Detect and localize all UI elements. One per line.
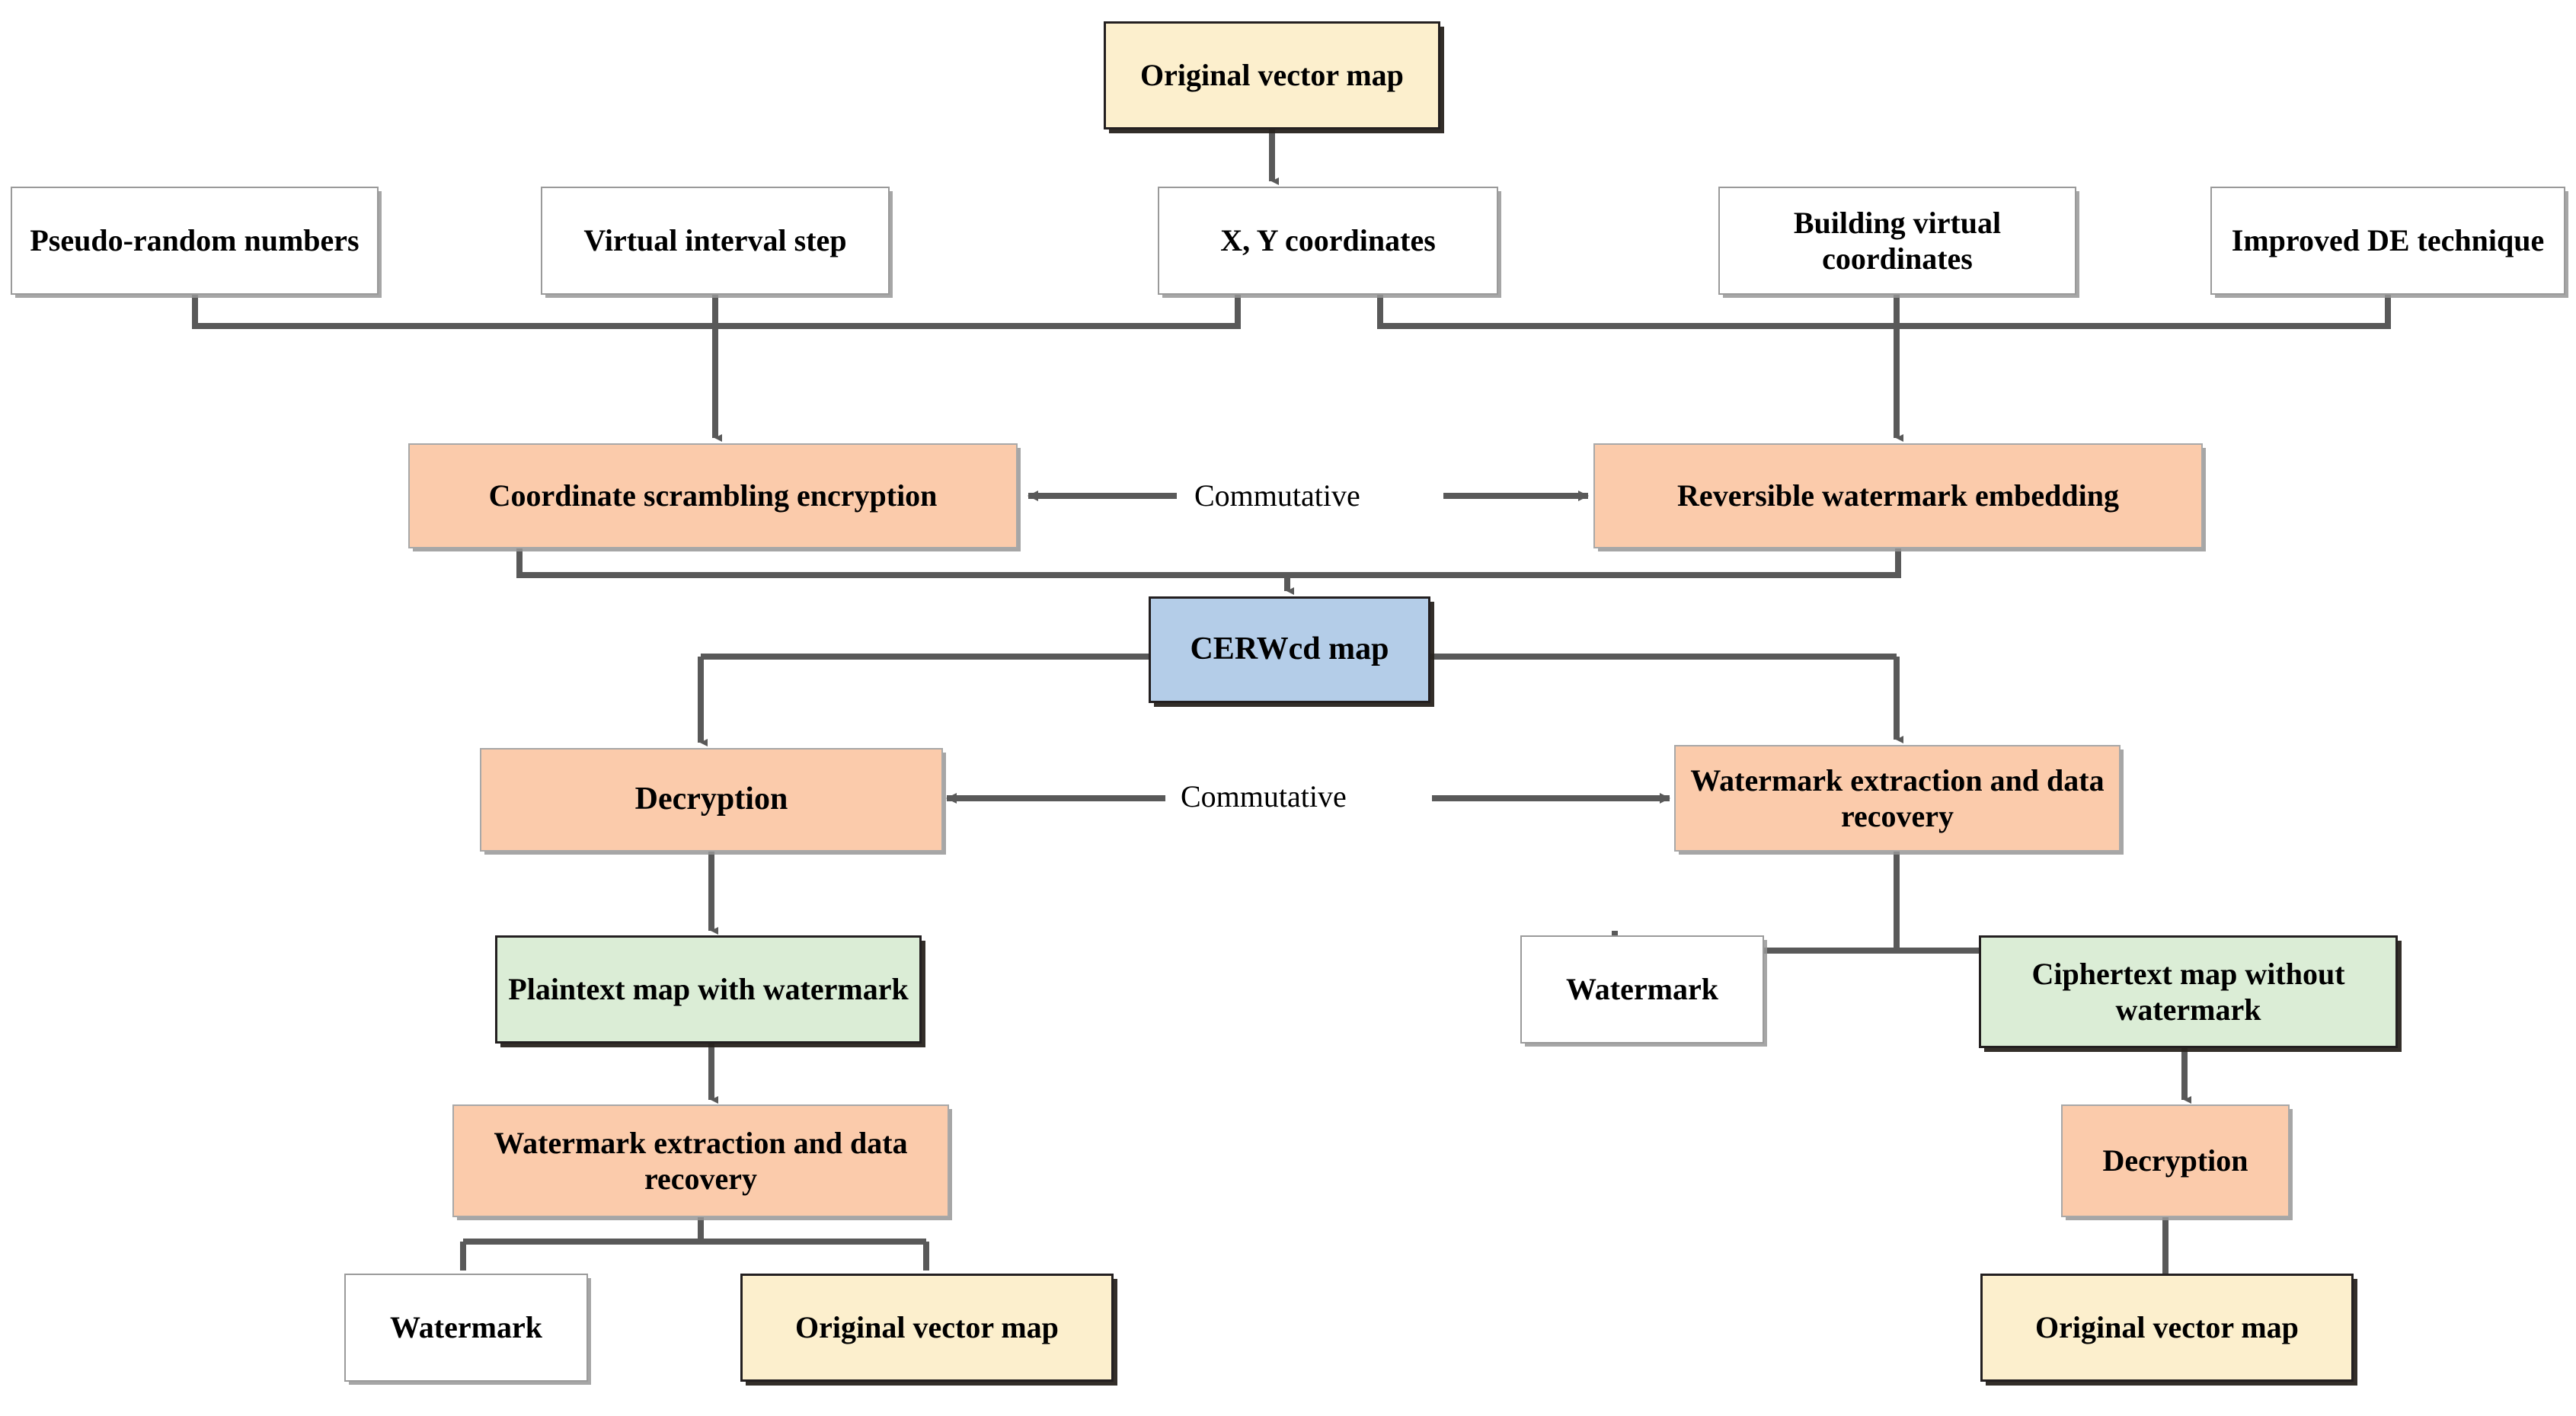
node-label: Watermark — [1566, 972, 1718, 1007]
node-building-virtual-coordinates[interactable]: Building virtual coordinates — [1718, 187, 2076, 295]
node-decryption-left[interactable]: Decryption — [480, 748, 943, 852]
node-label: Building virtual coordinates — [1793, 205, 2002, 276]
node-label: Decryption — [634, 782, 788, 817]
node-label: Decryption — [2102, 1143, 2248, 1178]
node-label: Improved DE technique — [2231, 223, 2545, 258]
node-cerwcd-map[interactable]: CERWcd map — [1149, 596, 1430, 703]
node-virtual-interval-step[interactable]: Virtual interval step — [541, 187, 890, 295]
node-original-vector-map-bottom-left[interactable]: Original vector map — [740, 1274, 1114, 1382]
node-label: Pseudo-random numbers — [30, 223, 360, 258]
node-ciphertext-map-without-watermark[interactable]: Ciphertext map without watermark — [1979, 935, 2398, 1048]
node-label: Original vector map — [795, 1310, 1059, 1345]
node-label: Original vector map — [1140, 58, 1404, 93]
node-label: Reversible watermark embedding — [1677, 478, 2119, 513]
node-label: X, Y coordinates — [1220, 223, 1436, 258]
node-label: Watermark extraction and data recovery — [494, 1125, 908, 1196]
node-watermark-bottom-left[interactable]: Watermark — [344, 1274, 588, 1382]
edge-label-commutative-upper: Commutative — [1187, 478, 1368, 513]
node-label: CERWcd map — [1190, 631, 1389, 667]
node-original-vector-map-top[interactable]: Original vector map — [1104, 21, 1440, 129]
node-label: Watermark extraction and data recovery — [1690, 762, 2105, 833]
node-improved-de-technique[interactable]: Improved DE technique — [2210, 187, 2565, 295]
edge-label-commutative-lower: Commutative — [1173, 778, 1354, 814]
node-xy-coordinates[interactable]: X, Y coordinates — [1158, 187, 1498, 295]
node-watermark-extraction-lower-left[interactable]: Watermark extraction and data recovery — [452, 1104, 949, 1217]
node-coordinate-scrambling-encryption[interactable]: Coordinate scrambling encryption — [408, 443, 1018, 548]
node-watermark-extraction-right[interactable]: Watermark extraction and data recovery — [1674, 745, 2121, 852]
node-decryption-right[interactable]: Decryption — [2061, 1104, 2290, 1217]
node-label: Plaintext map with watermark — [508, 972, 909, 1007]
node-watermark-right[interactable]: Watermark — [1520, 935, 1764, 1044]
commutative-text-upper: Commutative — [1194, 478, 1360, 513]
node-reversible-watermark-embedding[interactable]: Reversible watermark embedding — [1593, 443, 2203, 548]
node-original-vector-map-bottom-right[interactable]: Original vector map — [1980, 1274, 2354, 1382]
node-label: Original vector map — [2035, 1310, 2299, 1345]
node-plaintext-map-with-watermark[interactable]: Plaintext map with watermark — [495, 935, 922, 1044]
commutative-text-lower: Commutative — [1181, 779, 1347, 813]
node-label: Watermark — [390, 1310, 542, 1345]
node-label: Virtual interval step — [583, 223, 847, 258]
node-label: Coordinate scrambling encryption — [488, 478, 938, 513]
node-pseudo-random-numbers[interactable]: Pseudo-random numbers — [11, 187, 379, 295]
node-label: Ciphertext map without watermark — [2031, 956, 2345, 1027]
